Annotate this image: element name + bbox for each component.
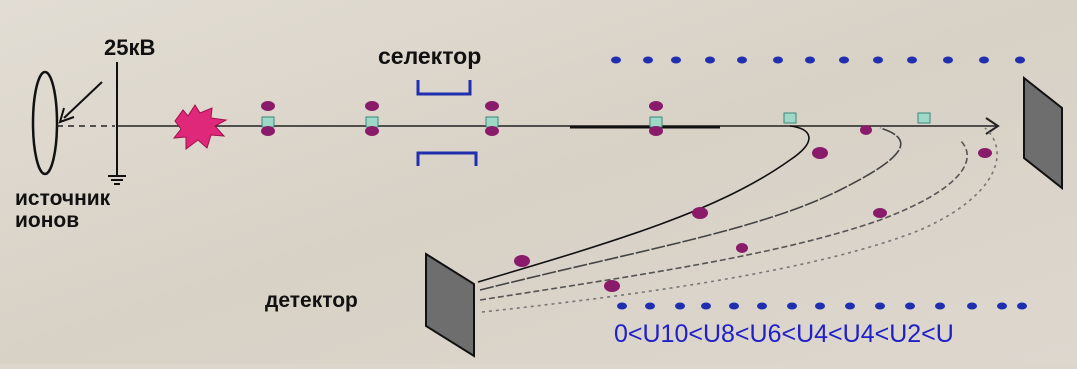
electrode-dot xyxy=(815,302,825,310)
detector-plate-icon xyxy=(1023,75,1063,191)
ion-bottom xyxy=(261,126,275,136)
voltage-arrowhead xyxy=(58,107,75,124)
ion-top xyxy=(649,101,663,111)
source-label-line2: ионов xyxy=(15,209,80,232)
reflector-electrodes-top xyxy=(611,56,1025,64)
electrode-dot xyxy=(611,56,621,64)
electrode-dot xyxy=(757,302,767,310)
ionization-flash-icon xyxy=(172,104,228,150)
voltage-sequence-label: 0<U10<U8<U6<U4<U4<U2<U xyxy=(614,320,954,348)
ion-middle xyxy=(917,112,931,124)
ion-reflected xyxy=(604,280,620,292)
electrode-dot xyxy=(805,56,815,64)
ion-source-ellipse-icon xyxy=(31,70,59,176)
electrode-dot xyxy=(875,302,885,310)
detector-label: детектор xyxy=(265,289,358,312)
electrode-dot xyxy=(645,302,655,310)
electrode-dot xyxy=(617,302,627,310)
electrode-dot xyxy=(643,56,653,64)
ion-reflected xyxy=(873,208,887,218)
electrode-dot xyxy=(675,302,685,310)
electrode-dot xyxy=(1015,56,1025,64)
ion-middle xyxy=(261,116,275,128)
electrode-dot xyxy=(671,56,681,64)
electrode-dot xyxy=(737,56,747,64)
electrode-dot xyxy=(787,302,797,310)
ion-reflected xyxy=(736,243,748,253)
electrode-dot xyxy=(773,56,783,64)
electrode-dot xyxy=(701,302,711,310)
trajectory-1 xyxy=(477,125,810,283)
electrode-dot xyxy=(845,302,855,310)
voltage-label: 25кВ xyxy=(104,35,156,60)
ion-packets xyxy=(261,101,931,136)
electrode-dot xyxy=(907,56,917,64)
selector-electrode-top xyxy=(416,80,472,96)
ion-reflected xyxy=(812,147,828,159)
ion-bottom xyxy=(485,126,499,136)
electrode-dot xyxy=(1017,302,1027,310)
selector-electrode-bottom xyxy=(416,151,478,166)
electrode-dot xyxy=(935,302,945,310)
detector-plate-icon xyxy=(425,252,475,358)
trajectory-4 xyxy=(481,127,998,313)
ion-reflected xyxy=(860,125,872,135)
ion-reflected xyxy=(978,148,992,158)
ion-reflected xyxy=(692,207,708,219)
flight-axis-arrowhead xyxy=(985,117,1000,135)
ion-bottom xyxy=(365,126,379,136)
ion-top xyxy=(485,101,499,111)
electrode-dot xyxy=(839,56,849,64)
electrode-dot xyxy=(967,302,977,310)
ion-reflected xyxy=(514,255,530,267)
reflected-ions xyxy=(514,125,992,292)
electrode-dot xyxy=(873,56,883,64)
selector-label: селектор xyxy=(378,43,482,69)
source-label-line1: источник xyxy=(15,187,111,210)
ion-top xyxy=(261,101,275,111)
electrode-dot xyxy=(943,56,953,64)
reflector-electrodes-bottom xyxy=(617,302,1027,310)
ion-middle xyxy=(649,116,663,128)
electrode-dot xyxy=(979,56,989,64)
ion-middle xyxy=(365,116,379,128)
ion-bottom xyxy=(649,126,663,136)
trajectory-2 xyxy=(479,127,902,291)
electrode-dot xyxy=(905,302,915,310)
ion-middle xyxy=(783,112,797,124)
ion-middle xyxy=(485,116,499,128)
trajectory-3 xyxy=(479,139,969,301)
ground-icon xyxy=(108,175,126,185)
ion-top xyxy=(365,101,379,111)
electrode-dot xyxy=(997,302,1007,310)
voltage-arrow xyxy=(63,81,103,119)
electrode-dot xyxy=(729,302,739,310)
electrode-dot xyxy=(705,56,715,64)
